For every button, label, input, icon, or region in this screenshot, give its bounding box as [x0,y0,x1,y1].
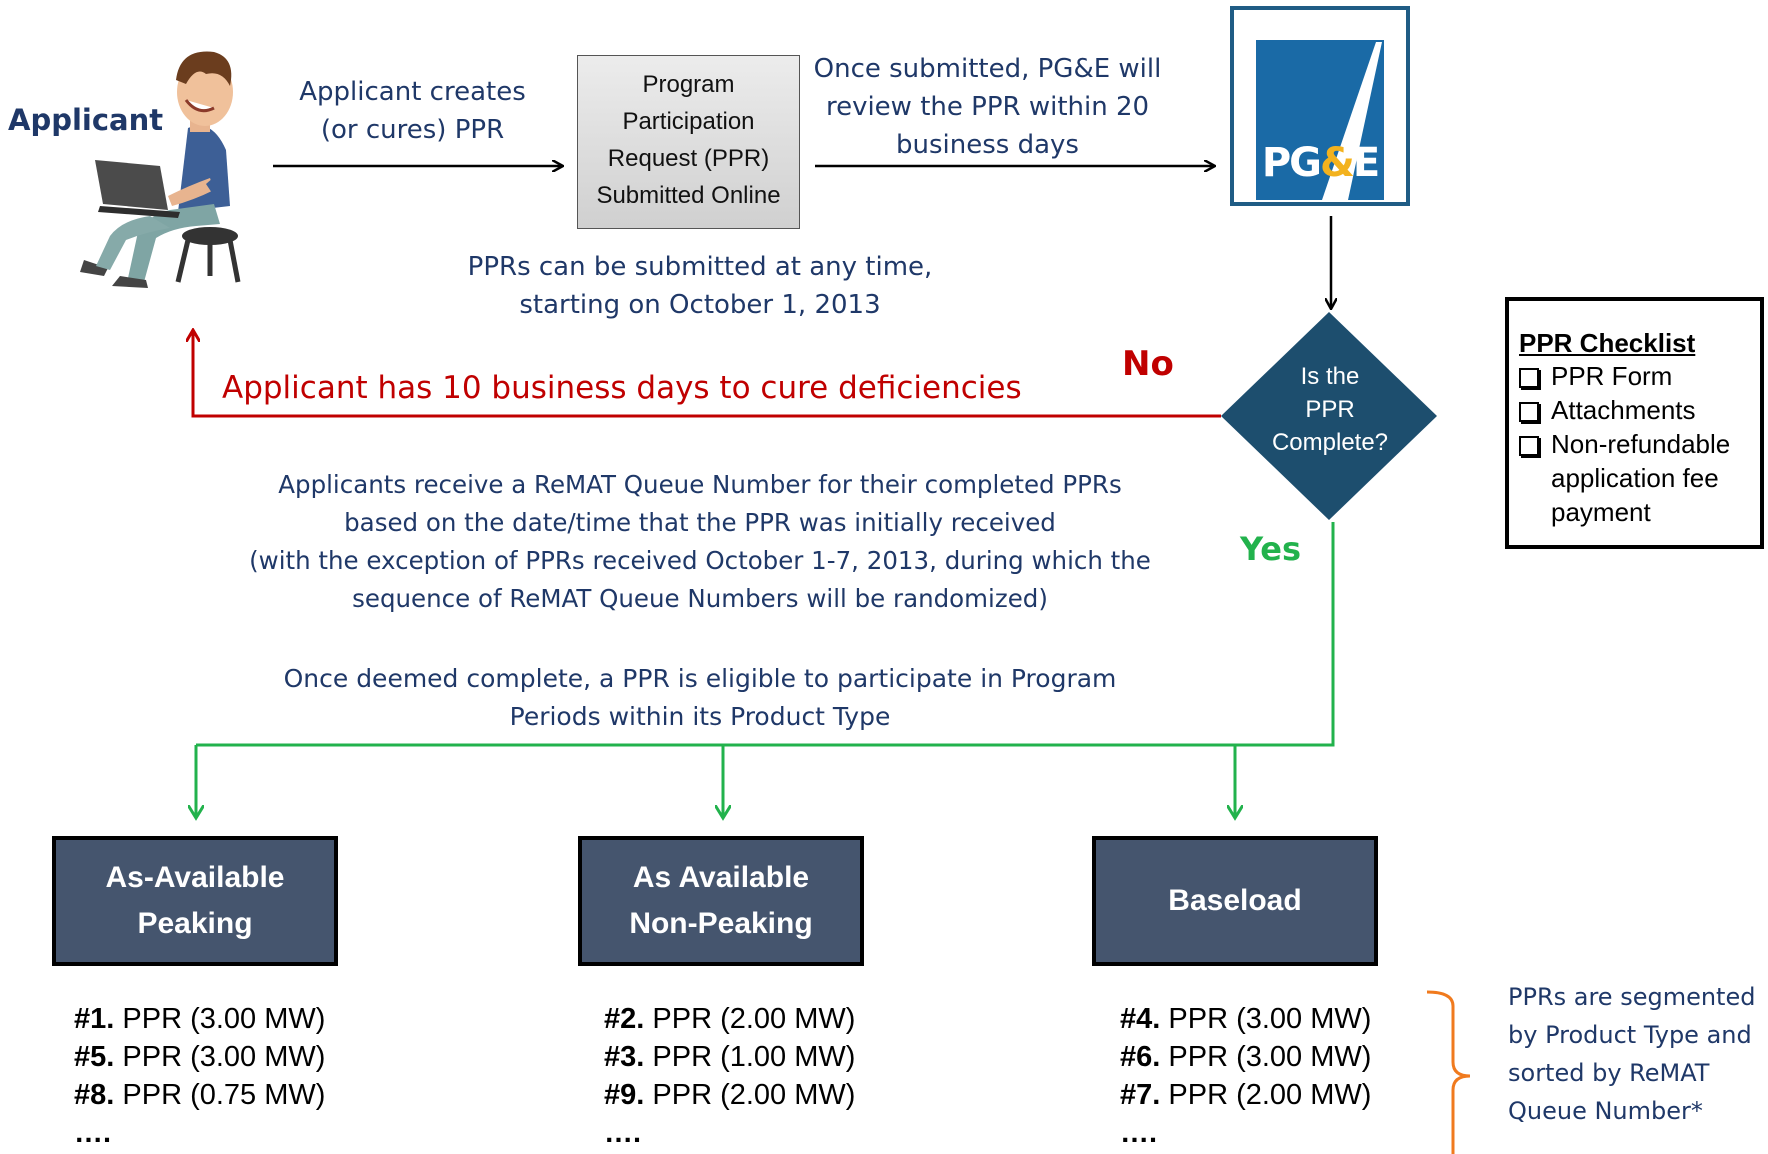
queue-item: #1. PPR (3.00 MW) [74,1003,326,1035]
ppr-submitted-box: Program Participation Request (PPR) Subm… [577,55,800,229]
product-type-peaking: As-Available Peaking [52,836,338,966]
segment-note: PPRs are segmented by Product Type and s… [1508,983,1756,1125]
pge-logo: PG&E [1230,6,1410,206]
pge-logo-pg: PG [1261,140,1322,186]
checkbox-icon [1519,436,1539,456]
queue-item: #5. PPR (3.00 MW) [74,1041,326,1073]
queue-item: #7. PPR (2.00 MW) [1120,1079,1372,1111]
product-type-non-peaking: As Available Non-Peaking [578,836,864,966]
queue-item: #8. PPR (0.75 MW) [74,1079,326,1111]
checklist-item: PPR Form [1519,359,1760,393]
checklist-item: Attachments [1519,393,1760,427]
pge-beam-icon [1322,42,1382,200]
pge-logo-e: E [1352,140,1380,186]
ppr-checklist: PPR Checklist PPR Form Attachments Non-r… [1505,297,1764,549]
checkbox-icon [1519,402,1539,422]
queue-more: …. [1120,1117,1158,1149]
no-return-arrow [193,330,1221,418]
decision-text: Is the PPR Complete? [1271,363,1389,456]
queue-number-note: Applicants receive a ReMAT Queue Number … [249,470,1151,613]
queue-item: #4. PPR (3.00 MW) [1120,1003,1372,1035]
queue-item: #2. PPR (2.00 MW) [604,1003,856,1035]
applicant-person-icon [80,51,241,288]
no-label: No [1122,344,1174,384]
eligible-note: Once deemed complete, a PPR is eligible … [283,664,1117,731]
queue-more: …. [74,1117,112,1149]
checklist-item: Non-refundable application fee payment [1519,427,1760,529]
queue-list-non-peaking: #2. PPR (2.00 MW) #3. PPR (1.00 MW) #9. … [604,1000,855,1152]
review-note: Once submitted, PG&E will review the PPR… [813,54,1162,160]
segment-brace [1426,990,1471,1154]
cure-note: Applicant has 10 business days to cure d… [222,370,1022,406]
submit-time-note: PPRs can be submitted at any time, start… [467,252,933,320]
checklist-title: PPR Checklist [1519,328,1696,358]
create-ppr-label: Applicant creates (or cures) PPR [299,77,526,145]
queue-item: #6. PPR (3.00 MW) [1120,1041,1372,1073]
decision-diamond [1221,312,1437,520]
queue-more: …. [604,1117,642,1149]
queue-item: #9. PPR (2.00 MW) [604,1079,856,1111]
queue-list-baseload: #4. PPR (3.00 MW) #6. PPR (3.00 MW) #7. … [1120,1000,1371,1152]
ppr-submitted-text: Program Participation Request (PPR) Subm… [596,71,781,209]
queue-item: #3. PPR (1.00 MW) [604,1041,856,1073]
pge-logo-mark: PG&E [1256,40,1384,200]
product-type-baseload: Baseload [1092,836,1378,966]
checkbox-icon [1519,368,1539,388]
yes-branch-line [196,522,1335,747]
pge-logo-amp: & [1319,140,1355,186]
yes-label: Yes [1240,530,1301,568]
applicant-label: Applicant [8,103,164,137]
queue-list-peaking: #1. PPR (3.00 MW) #5. PPR (3.00 MW) #8. … [74,1000,325,1152]
